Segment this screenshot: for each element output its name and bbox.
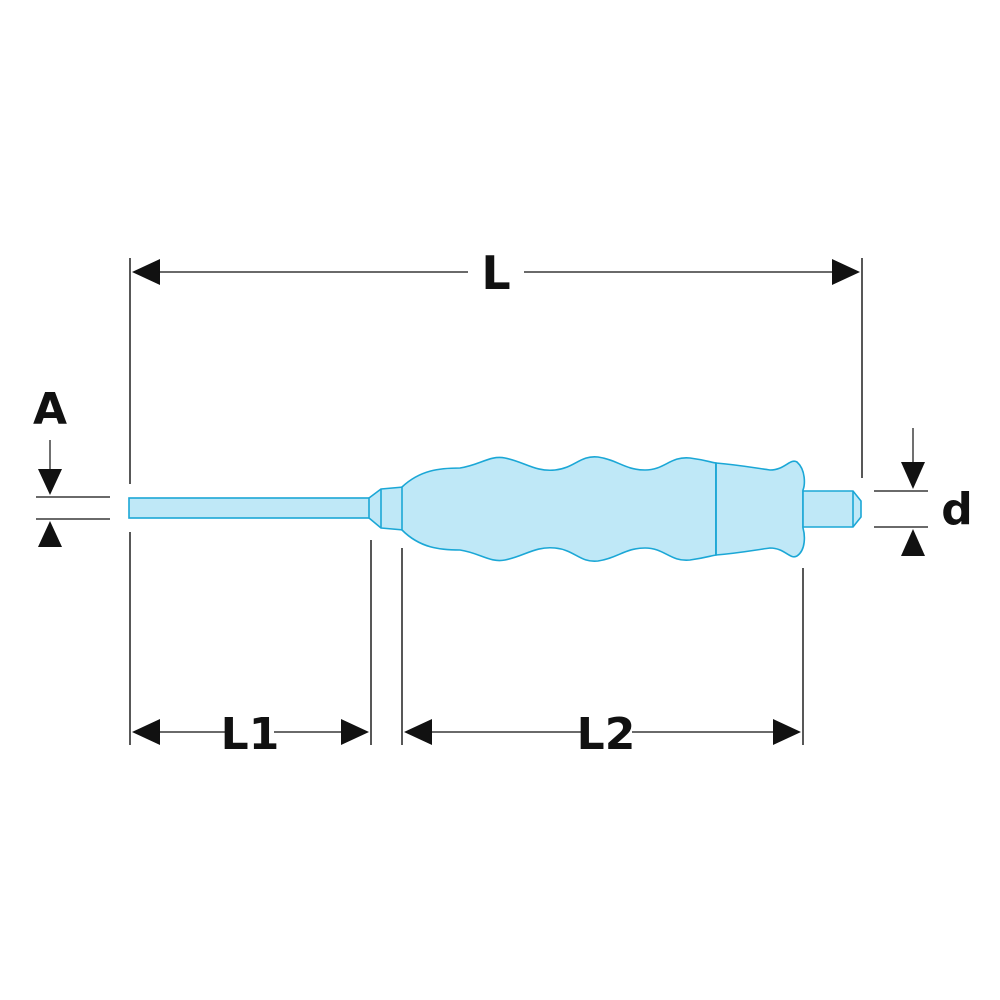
- tool-handle-grip: [401, 456, 717, 562]
- arrowhead-right: [832, 259, 860, 285]
- tool-handle-end: [715, 460, 806, 558]
- label-l1: L1: [221, 709, 280, 760]
- arrowhead-right: [341, 719, 369, 745]
- tool-ferrule: [368, 486, 405, 531]
- arrowhead-up: [901, 529, 925, 556]
- tool-shaft: [128, 497, 372, 519]
- arrowhead-right: [773, 719, 801, 745]
- dimension-d: d: [874, 428, 973, 556]
- dimension-l1: L1: [132, 709, 369, 760]
- label-l: L: [481, 246, 510, 300]
- dimension-a: A: [33, 384, 110, 547]
- arrowhead-left: [132, 719, 160, 745]
- arrowhead-down: [38, 469, 62, 495]
- arrowhead-down: [901, 462, 925, 489]
- dimension-l: L: [132, 246, 860, 300]
- label-d: d: [941, 484, 973, 535]
- arrowhead-up: [38, 521, 62, 547]
- label-a: A: [33, 384, 67, 435]
- tool-drawing: [128, 456, 862, 562]
- label-l2: L2: [577, 709, 636, 760]
- arrowhead-left: [132, 259, 160, 285]
- arrowhead-left: [404, 719, 432, 745]
- dimension-l2: L2: [404, 709, 801, 760]
